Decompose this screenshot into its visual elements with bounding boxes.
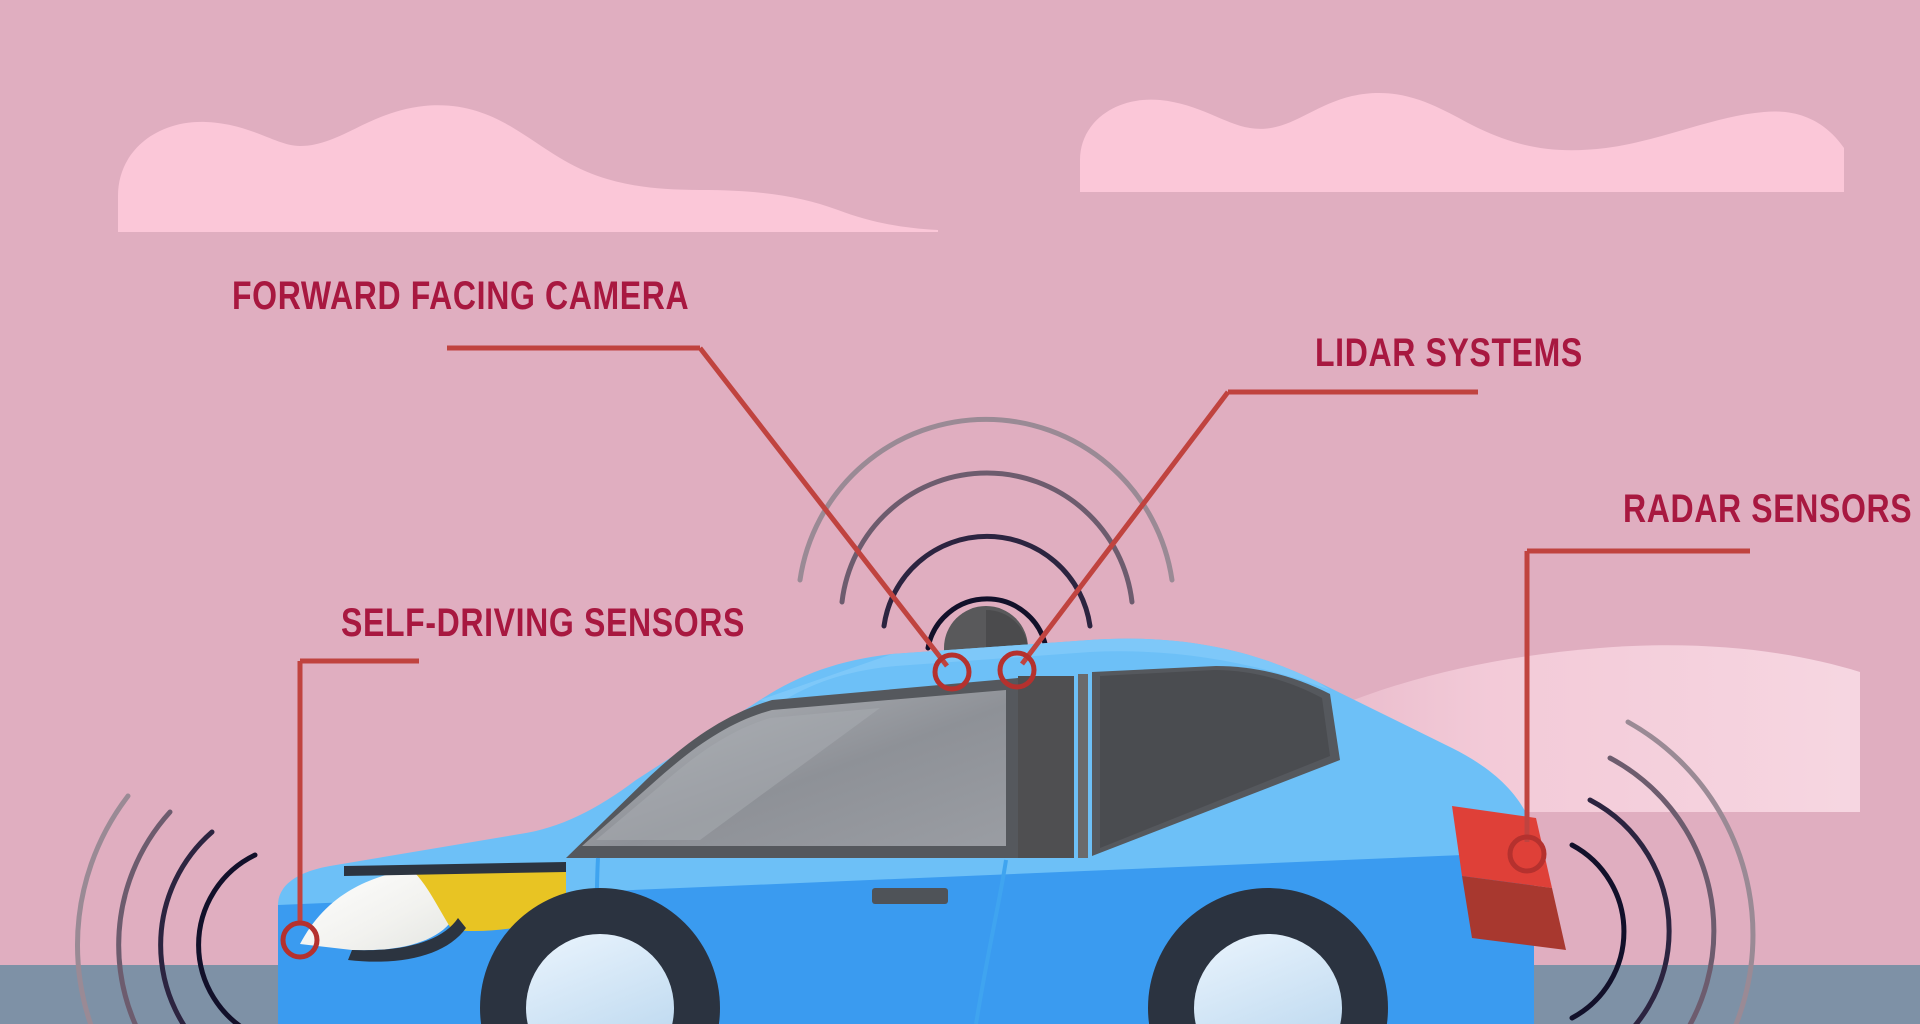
label-forward-facing-camera[interactable]: FORWARD FACING CAMERA	[232, 274, 690, 318]
callout-markers	[280, 650, 1547, 960]
car-rear-wheel	[1148, 888, 1388, 1024]
car-windows	[566, 666, 1340, 858]
car-door-handle	[872, 888, 948, 904]
marker-radar-sensors[interactable]	[1507, 834, 1547, 874]
marker-forward-facing-camera[interactable]	[932, 652, 972, 692]
front-sensor-waves	[75, 793, 258, 1024]
car-illustration	[278, 638, 1566, 1024]
label-radar-sensors[interactable]: RADAR SENSORS	[1623, 487, 1913, 531]
marker-lidar-systems[interactable]	[997, 650, 1037, 690]
label-self-driving-sensors[interactable]: SELF-DRIVING SENSORS	[341, 601, 745, 645]
car-b-pillar	[1018, 676, 1074, 858]
radar-sensor-waves	[1569, 719, 1756, 1024]
leader-line-forward-facing-camera	[698, 346, 949, 668]
cloud-right	[1080, 92, 1844, 192]
leader-line-lidar-systems	[1020, 390, 1230, 666]
marker-self-driving-sensors[interactable]	[280, 920, 320, 960]
label-lidar-systems[interactable]: LIDAR SYSTEMS	[1315, 331, 1583, 375]
car-roof-highlight	[760, 638, 1330, 704]
callout-leaders	[297, 345, 1750, 924]
cloud-left	[118, 105, 938, 232]
car-headlight	[300, 862, 566, 962]
car-front-wheel	[480, 888, 720, 1024]
car-door-seam-rear	[974, 859, 1008, 1024]
